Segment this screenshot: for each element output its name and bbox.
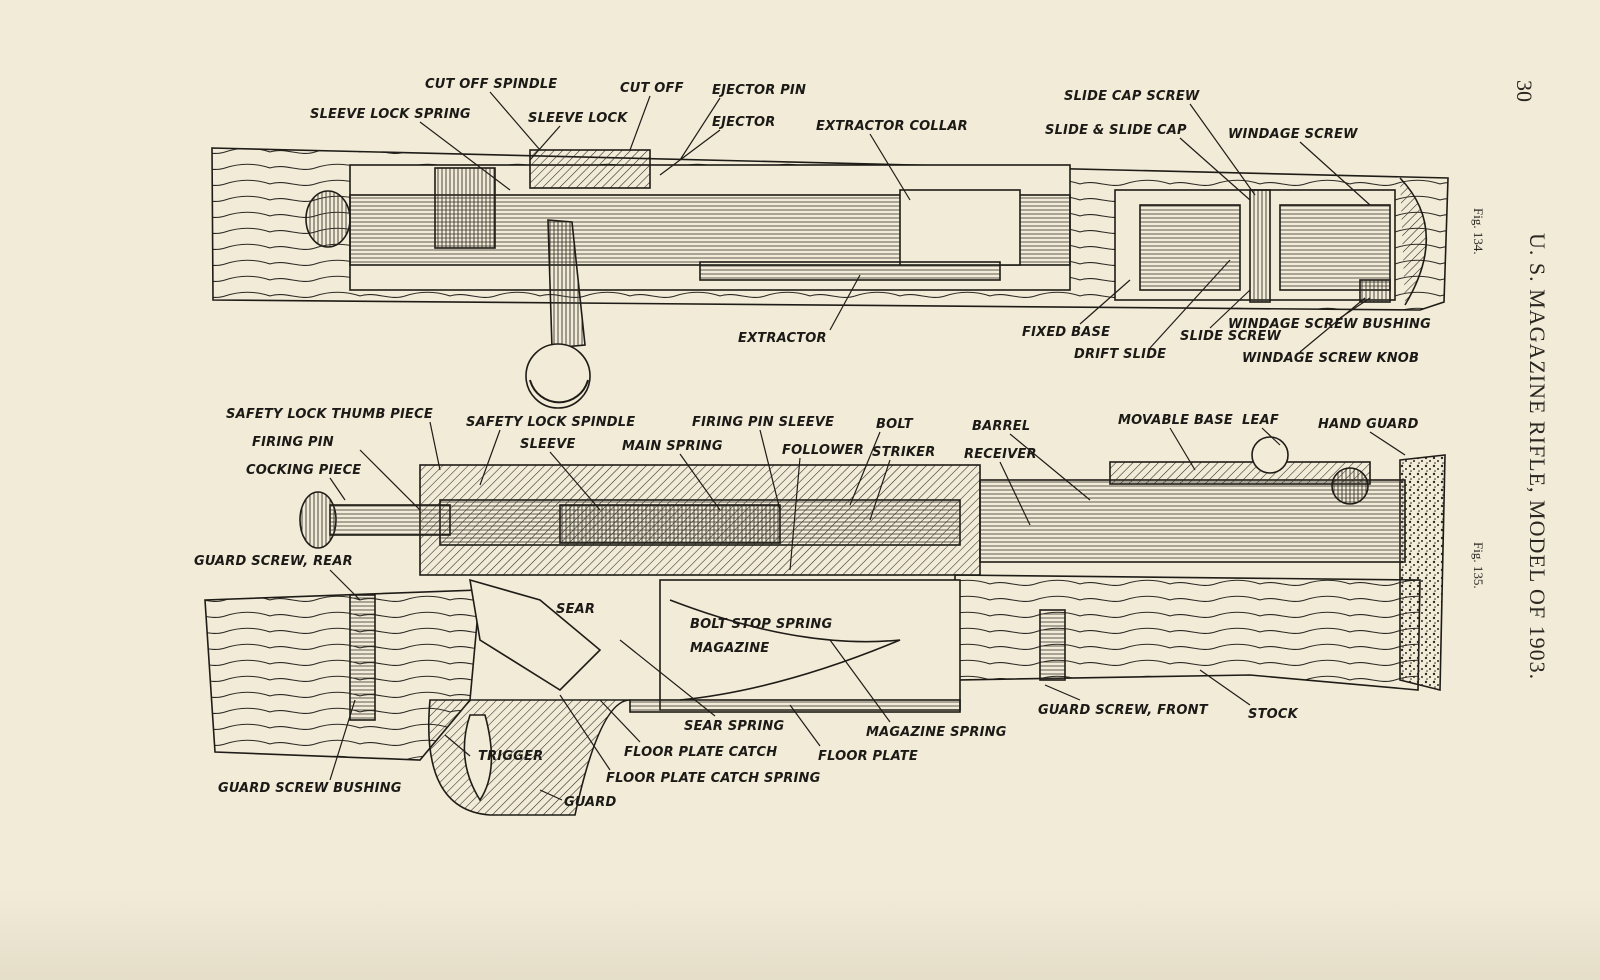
figure-135-caption: Fig. 135.	[1471, 542, 1486, 589]
label-striker: STRIKER	[872, 445, 936, 460]
bolt-knob-shade	[529, 379, 589, 404]
magazine-spring-line	[669, 599, 901, 701]
label-floor-plate: FLOOR PLATE	[818, 749, 918, 764]
hand-guard-tip	[1399, 454, 1446, 692]
label-cut-off: CUT OFF	[620, 81, 684, 96]
label-main-spring: MAIN SPRING	[622, 439, 723, 454]
page-number: 30	[1512, 80, 1537, 102]
main-spring-coil	[559, 504, 781, 544]
guard-screw-rear-pin	[349, 594, 376, 721]
label-sleeve-lock: SLEEVE LOCK	[528, 111, 628, 126]
cocking-piece-knob	[305, 190, 351, 248]
stock-top-fore-end	[1399, 177, 1428, 306]
label-slide-cap-screw: SLIDE CAP SCREW	[1064, 89, 1200, 104]
label-windage-screw-knob: WINDAGE SCREW KNOB	[1242, 351, 1420, 366]
bolt-sleeve-cap	[434, 167, 496, 249]
label-windage-screw-bushing: WINDAGE SCREW BUSHING	[1228, 317, 1431, 332]
label-fixed-base: FIXED BASE	[1022, 325, 1111, 340]
label-barrel: BARREL	[972, 419, 1031, 434]
leaf-pivot-1	[1251, 436, 1289, 474]
label-safety-lock-spindle: SAFETY LOCK SPINDLE	[466, 415, 636, 430]
label-magazine-spring: MAGAZINE SPRING	[866, 725, 1007, 740]
extractor-collar-band	[899, 189, 1021, 266]
label-sleeve: SLEEVE	[520, 437, 576, 452]
bolt-handle	[547, 219, 586, 349]
label-extractor: EXTRACTOR	[738, 331, 827, 346]
label-firing-pin: FIRING PIN	[252, 435, 334, 450]
movable-base	[1109, 461, 1371, 485]
sight-scale-right	[1279, 204, 1391, 291]
extractor	[699, 261, 1001, 281]
label-slide-and-slide-cap: SLIDE & SLIDE CAP	[1045, 123, 1187, 138]
label-floor-plate-catch: FLOOR PLATE CATCH	[624, 745, 778, 760]
windage-screw-knob	[1359, 279, 1391, 303]
figure-134-top-view	[211, 147, 1449, 409]
label-stock: STOCK	[1248, 707, 1298, 722]
cut-off-housing	[529, 149, 651, 189]
page-shading	[0, 890, 1600, 980]
label-movable-base: MOVABLE BASE	[1118, 413, 1233, 428]
leaf-pivot-2	[1331, 467, 1369, 505]
label-trigger: TRIGGER	[478, 749, 544, 764]
label-cocking-piece: COCKING PIECE	[246, 463, 362, 478]
label-guard-screw-front: GUARD SCREW, FRONT	[1038, 703, 1208, 718]
label-extractor-collar: EXTRACTOR COLLAR	[816, 119, 968, 134]
label-drift-slide: DRIFT SLIDE	[1074, 347, 1167, 362]
stock-fore-section	[954, 574, 1421, 691]
sight-scale-left	[1139, 204, 1241, 291]
label-sleeve-lock-spring: SLEEVE LOCK SPRING	[310, 107, 471, 122]
label-floor-plate-catch-spring: FLOOR PLATE CATCH SPRING	[606, 771, 821, 786]
label-guard-screw-bushing: GUARD SCREW BUSHING	[218, 781, 402, 796]
label-bolt: BOLT	[876, 417, 913, 432]
label-cut-off-spindle: CUT OFF SPINDLE	[425, 77, 558, 92]
label-hand-guard: HAND GUARD	[1318, 417, 1419, 432]
running-title: U. S. MAGAZINE RIFLE, MODEL OF 1903.	[1525, 233, 1550, 681]
label-sear-spring: SEAR SPRING	[684, 719, 785, 734]
label-sear: SEAR	[556, 602, 596, 617]
label-safety-lock-thumb-piece: SAFETY LOCK THUMB PIECE	[226, 407, 433, 422]
label-receiver: RECEIVER	[964, 447, 1037, 462]
label-firing-pin-sleeve: FIRING PIN SLEEVE	[692, 415, 835, 430]
label-leaf: LEAF	[1242, 413, 1279, 428]
label-magazine: MAGAZINE	[690, 641, 770, 656]
slide-cap-plate	[1249, 189, 1271, 303]
floor-plate	[629, 699, 961, 713]
label-windage-screw: WINDAGE SCREW	[1228, 127, 1358, 142]
label-ejector-pin: EJECTOR PIN	[712, 83, 807, 98]
bolt-knob	[525, 343, 591, 409]
label-follower: FOLLOWER	[782, 443, 864, 458]
sear-lever	[469, 578, 602, 692]
label-ejector: EJECTOR	[712, 115, 776, 130]
figure-134-caption: Fig. 134.	[1471, 208, 1486, 255]
label-guard: GUARD	[564, 795, 617, 810]
firing-pin-rod	[329, 504, 451, 536]
guard-screw-front-pin	[1039, 609, 1066, 681]
label-bolt-stop-spring: BOLT STOP SPRING	[690, 617, 833, 632]
label-guard-screw-rear: GUARD SCREW, REAR	[194, 554, 353, 569]
